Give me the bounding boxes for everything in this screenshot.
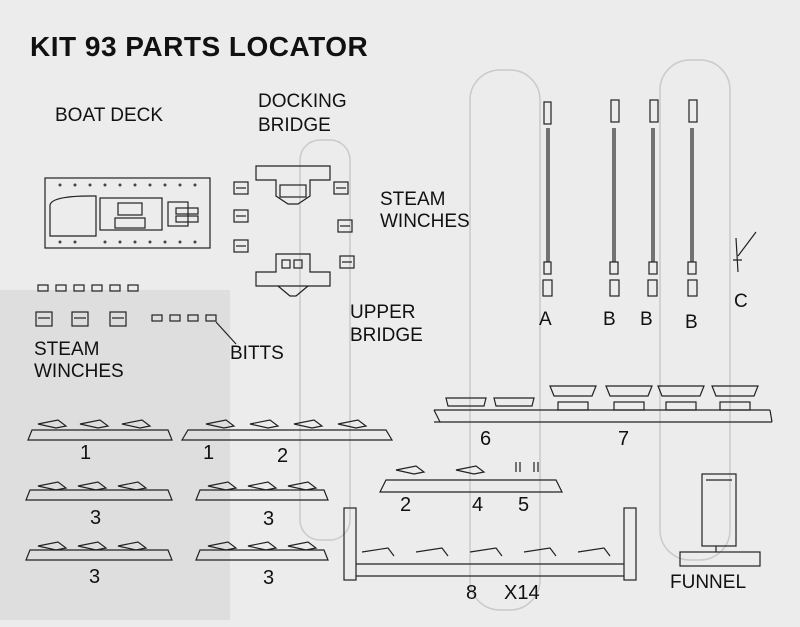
label-boat-deck: BOAT DECK [55,105,164,126]
sprue-number-2b: 2 [400,494,412,516]
sprue-number-3c: 3 [89,566,101,588]
label-funnel: FUNNEL [670,572,747,593]
sprue-number-4: 4 [472,494,484,516]
docking-bridge-part [255,165,331,205]
funnel-part [679,473,761,567]
label-bitts: BITTS [230,343,284,364]
boat-deck-plate [44,177,211,249]
sprue-number-6: 6 [480,428,492,450]
sprue-number-2a: 2 [277,445,289,467]
label-steam-winches-upper-2: WINCHES [380,211,470,232]
label-docking-bridge-1: DOCKING [258,91,347,112]
label-steam-winches-lower-2: WINCHES [34,361,124,382]
label-steam-winches-upper-1: STEAM [380,189,446,210]
steam-winches-upper-parts [233,181,355,269]
sprue-number-3a: 3 [90,507,102,529]
label-steam-winches-lower-1: STEAM [34,339,100,360]
mast-parts [542,99,757,297]
mast-label-b2: B [640,309,653,330]
mast-label-b1: B [603,309,616,330]
small-parts-sprues [25,419,563,561]
sprue-quantity-8: X14 [504,582,540,604]
mast-label-c: C [734,291,748,312]
davit-sprue-frame [343,507,637,581]
label-upper-bridge-1: UPPER [350,302,416,323]
mast-label-a: A [539,309,552,330]
sprue-number-8: 8 [466,582,478,604]
sprue-number-1b: 1 [203,442,215,464]
sprue-number-1a: 1 [80,442,92,464]
sprue-number-3b: 3 [263,508,275,530]
mast-label-b3: B [685,312,698,333]
page-title: KIT 93 PARTS LOCATOR [30,31,369,62]
steam-winches-lower-parts [35,311,127,327]
label-upper-bridge-2: BRIDGE [350,325,423,346]
background-ghost-print [0,59,731,620]
upper-bridge-part [255,253,331,297]
sprue-number-7: 7 [618,428,630,450]
lifeboat-sprues [433,385,773,423]
bitts-parts [37,284,237,345]
label-docking-bridge-2: BRIDGE [258,115,331,136]
sprue-number-5: 5 [518,494,530,516]
sprue-number-3d: 3 [263,567,275,589]
